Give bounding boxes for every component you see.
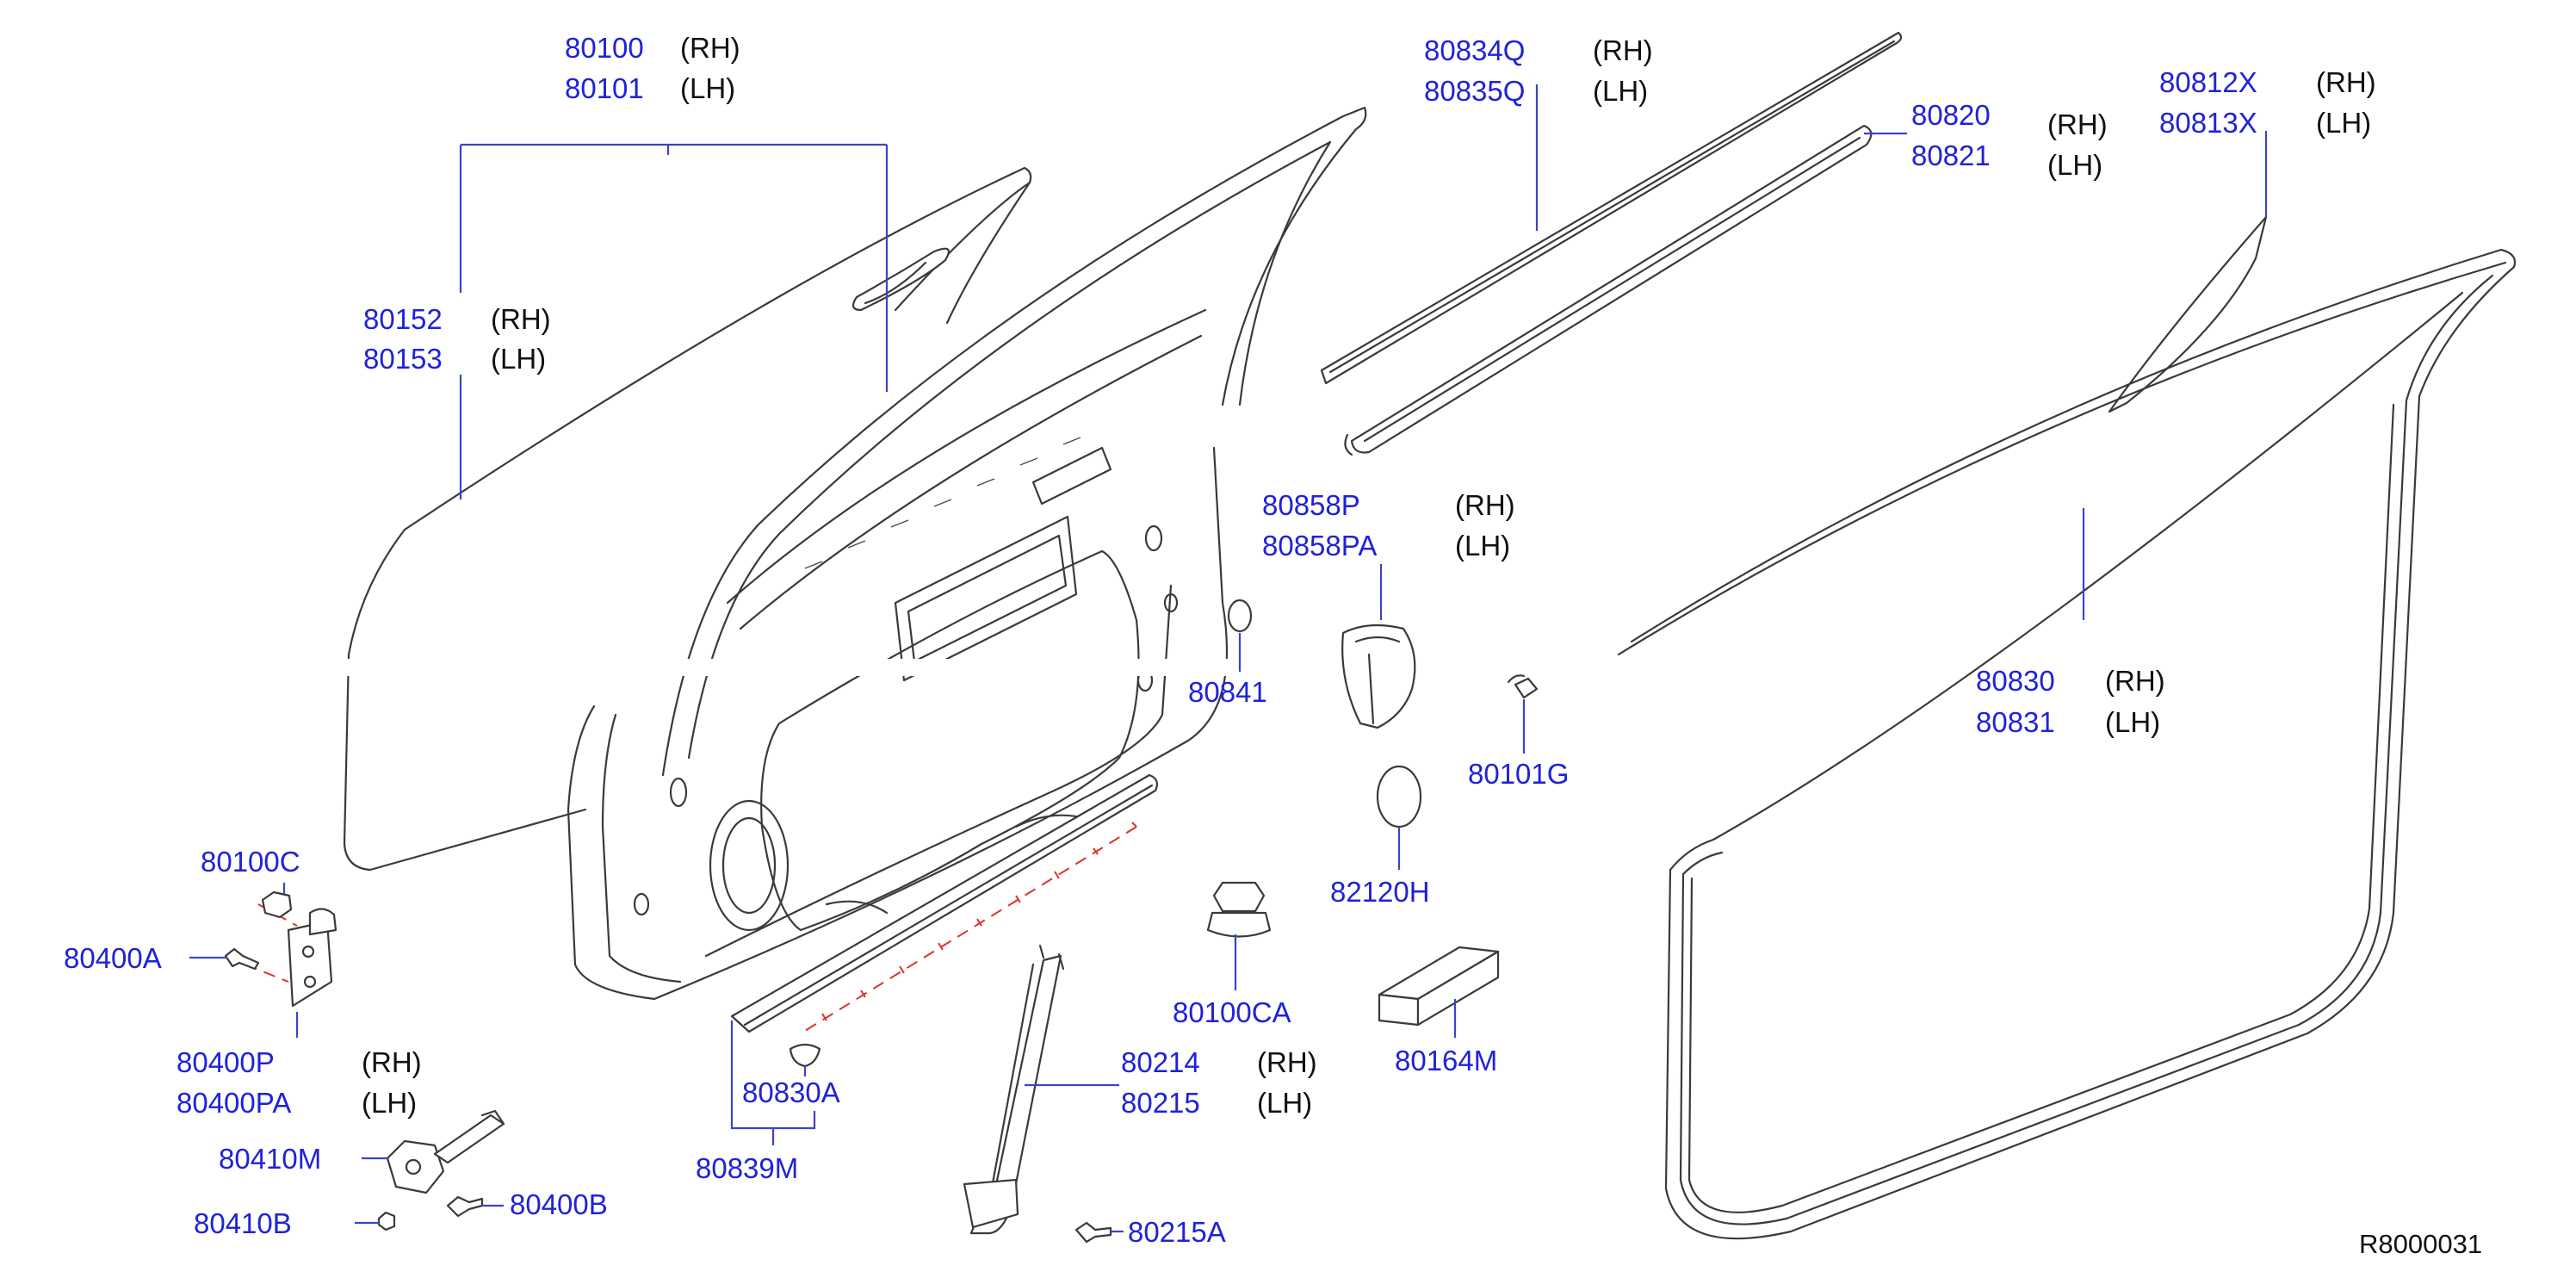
weatherstrip-drawing bbox=[1617, 248, 2517, 1240]
label-80101G: 80101G bbox=[1468, 758, 1569, 790]
label-80214: 80214 bbox=[1121, 1046, 1200, 1078]
label-80215A: 80215A bbox=[1128, 1216, 1226, 1248]
nut-drawing bbox=[1206, 881, 1272, 938]
plug-drawing bbox=[1376, 765, 1422, 828]
label-80400A: 80400A bbox=[64, 942, 162, 974]
label-side-rh: (RH) bbox=[1257, 1046, 1317, 1078]
label-side-lh: (LH) bbox=[491, 343, 546, 375]
label-side-rh: (RH) bbox=[2047, 109, 2108, 140]
check-link-drawing bbox=[386, 1109, 505, 1194]
label-80164M: 80164M bbox=[1395, 1045, 1497, 1076]
check-nut-drawing bbox=[377, 1211, 396, 1231]
label-80813X: 80813X bbox=[2159, 107, 2257, 139]
label-80153: 80153 bbox=[363, 343, 443, 375]
label-80830: 80830 bbox=[1976, 665, 2055, 697]
seal-clip-drawing bbox=[789, 1043, 821, 1068]
door-inner-panel-drawing bbox=[567, 106, 1367, 1001]
label-80821: 80821 bbox=[1911, 140, 1991, 171]
label-80858PA: 80858PA bbox=[1262, 530, 1377, 561]
label-side-rh: (RH) bbox=[680, 32, 740, 64]
label-80858P: 80858P bbox=[1262, 489, 1360, 521]
door-skin-drawing bbox=[343, 166, 1032, 872]
label-80830A: 80830A bbox=[742, 1076, 840, 1108]
label-side-lh: (LH) bbox=[2105, 706, 2160, 738]
label-side-lh: (LH) bbox=[1455, 530, 1510, 561]
label-side-lh: (LH) bbox=[2316, 107, 2371, 139]
leader-lines bbox=[189, 84, 2268, 1233]
label-80820: 80820 bbox=[1911, 99, 1991, 131]
label-80101: 80101 bbox=[565, 72, 644, 104]
label-80400PA: 80400PA bbox=[176, 1087, 291, 1119]
label-80410B: 80410B bbox=[194, 1207, 292, 1239]
hinge-bolt-drawing bbox=[224, 947, 260, 971]
label-80835Q: 80835Q bbox=[1424, 75, 1525, 107]
grommet-drawing bbox=[1227, 599, 1253, 633]
lower-seal-drawing bbox=[730, 773, 1158, 1034]
label-80839M: 80839M bbox=[696, 1152, 798, 1184]
label-side-rh: (RH) bbox=[1593, 34, 1653, 66]
mirror-seal-drawing bbox=[1341, 623, 1416, 729]
label-side-rh: (RH) bbox=[1455, 489, 1515, 521]
label-82120H: 82120H bbox=[1330, 876, 1430, 908]
sash-channel-drawing bbox=[963, 944, 1065, 1235]
label-side-rh: (RH) bbox=[2316, 66, 2376, 98]
label-80100C: 80100C bbox=[201, 846, 300, 878]
label-80215: 80215 bbox=[1121, 1087, 1200, 1119]
hinge-drawing bbox=[245, 903, 337, 1008]
label-80410M: 80410M bbox=[219, 1143, 321, 1175]
label-80834Q: 80834Q bbox=[1424, 34, 1525, 66]
label-side-lh: (LH) bbox=[1593, 75, 1648, 107]
label-80152: 80152 bbox=[363, 303, 443, 335]
label-80100: 80100 bbox=[565, 32, 644, 64]
label-side-rh: (RH) bbox=[2105, 665, 2165, 697]
label-side-lh: (LH) bbox=[2047, 149, 2102, 181]
clip-drawing bbox=[1514, 677, 1539, 699]
label-80812X: 80812X bbox=[2159, 66, 2257, 98]
label-80400B: 80400B bbox=[510, 1188, 608, 1220]
label-80400P: 80400P bbox=[176, 1046, 275, 1078]
channel-screw-drawing bbox=[1074, 1221, 1112, 1244]
label-side-lh: (LH) bbox=[362, 1087, 417, 1119]
hinge-nut-drawing bbox=[261, 890, 293, 919]
label-side-lh: (LH) bbox=[1257, 1087, 1312, 1119]
label-80841: 80841 bbox=[1188, 676, 1267, 708]
glass-run-drawing bbox=[1320, 31, 1903, 456]
diagram-reference-code: R8000031 bbox=[2359, 1229, 2482, 1259]
check-bolt-drawing bbox=[446, 1195, 484, 1218]
label-80100CA: 80100CA bbox=[1173, 996, 1291, 1028]
label-side-rh: (RH) bbox=[362, 1046, 422, 1078]
label-side-rh: (RH) bbox=[491, 303, 551, 335]
label-80831: 80831 bbox=[1976, 706, 2055, 738]
label-side-lh: (LH) bbox=[680, 72, 735, 104]
spacer-drawing bbox=[1378, 946, 1500, 1027]
